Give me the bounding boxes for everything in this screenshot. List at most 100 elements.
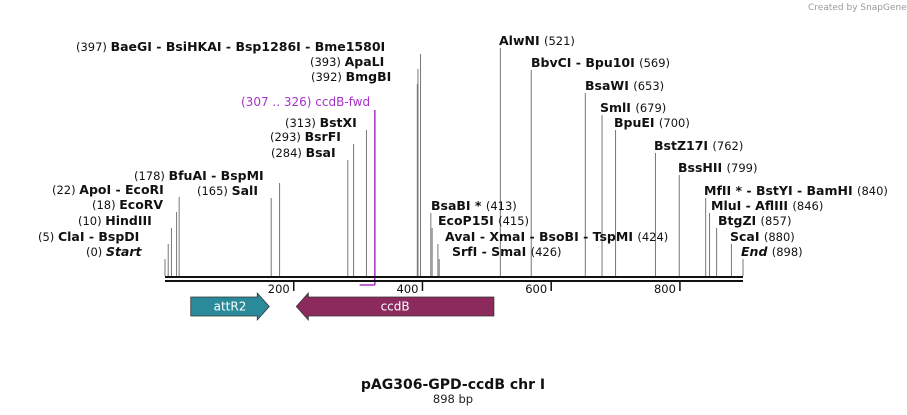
site-enzymes: End (741, 244, 772, 259)
site-enzymes: Start (106, 244, 143, 259)
site-position: (846) (792, 199, 823, 213)
site-label-bpuei: BpuEI (700) (614, 115, 690, 130)
site-label-baegi: (397) BaeGI - BsiHKAI - Bsp1286I - Bme15… (76, 39, 385, 54)
site-label-bmgbi: (392) BmgBI (311, 69, 391, 84)
site-label-avai: AvaI - XmaI - BsoBI - TspMI (424) (445, 229, 668, 244)
site-enzymes: AlwNI (499, 33, 544, 48)
site-label-start: (0) Start (86, 244, 143, 259)
site-enzymes: ClaI - BspDI (58, 229, 139, 244)
site-label-hindiii: (10) HindIII (78, 213, 152, 228)
ruler-label-200: 200 (268, 282, 290, 296)
site-label-bsabi: BsaBI * (413) (431, 198, 517, 213)
site-enzymes: BsaBI * (431, 198, 486, 213)
feature-attr2 (190, 291, 270, 322)
site-position: (840) (857, 184, 888, 198)
site-label-mfii: MfII * - BstYI - BamHI (840) (704, 183, 888, 198)
site-enzymes: ScaI (730, 229, 764, 244)
site-position: (700) (659, 116, 690, 130)
site-label-bstxi: (313) BstXI (285, 115, 357, 130)
site-enzymes: MluI - AflIII (711, 198, 792, 213)
map-length: 898 bp (433, 392, 473, 406)
site-position: (392) (311, 70, 346, 84)
site-label-apoi: (22) ApoI - EcoRI (52, 182, 164, 197)
site-enzymes: BaeGI - BsiHKAI - Bsp1286I - Bme1580I (111, 39, 386, 54)
site-position: (679) (635, 101, 666, 115)
site-label-btgzi: BtgZI (857) (718, 213, 791, 228)
site-enzymes: BpuEI (614, 115, 659, 130)
site-label-srfi: SrfI - SmaI (426) (452, 244, 562, 259)
site-position: (165) (197, 184, 232, 198)
site-enzymes: BmgBI (346, 69, 392, 84)
site-enzymes: BstZ17I (654, 138, 712, 153)
site-label-sali: (165) SalI (197, 183, 258, 198)
site-enzymes: EcoRV (119, 197, 163, 212)
site-enzymes: SmlI (600, 100, 635, 115)
site-enzymes: SalI (232, 183, 258, 198)
site-position: (799) (727, 161, 758, 175)
site-label-end: End (898) (741, 244, 803, 259)
site-position: (653) (633, 79, 664, 93)
ruler-label-800: 800 (654, 282, 676, 296)
features: attR2 ccdB (190, 291, 495, 322)
site-enzymes: BssHII (678, 160, 727, 175)
site-label-mlui: MluI - AflIII (846) (711, 198, 823, 213)
site-enzymes: EcoP15I (438, 213, 498, 228)
site-enzymes: SrfI - SmaI (452, 244, 531, 259)
map-title: pAG306-GPD-ccdB chr I (361, 377, 545, 393)
site-position: (0) (86, 245, 106, 259)
site-position: (413) (486, 199, 517, 213)
feature-ccdb (295, 291, 495, 322)
site-position: (857) (761, 214, 792, 228)
feature-label-ccdb: ccdB (381, 300, 410, 314)
primer-label: (307 .. 326) ccdB-fwd (241, 95, 370, 109)
site-position: (426) (531, 245, 562, 259)
site-label-ecop15i: EcoP15I (415) (438, 213, 529, 228)
site-position: (569) (639, 56, 670, 70)
site-position: (22) (52, 183, 79, 197)
site-label-scai: ScaI (880) (730, 229, 795, 244)
site-label-smli: SmlI (679) (600, 100, 666, 115)
ruler-label-600: 600 (525, 282, 547, 296)
site-enzymes: BsaI (306, 145, 336, 160)
site-lines (164, 48, 744, 276)
feature-label-attr2: attR2 (214, 300, 247, 314)
site-label-bsshii: BssHII (799) (678, 160, 757, 175)
site-label-bstz17i: BstZ17I (762) (654, 138, 743, 153)
site-enzymes: BstXI (320, 115, 357, 130)
site-label-bbvci: BbvCI - Bpu10I (569) (531, 55, 670, 70)
site-label-alwni: AlwNI (521) (499, 33, 575, 48)
site-position: (424) (637, 230, 668, 244)
primer: (307 .. 326) ccdB-fwd (241, 95, 376, 286)
site-label-apali: (393) ApaLI (310, 54, 384, 69)
primer-range: (307 .. 326) (241, 95, 315, 109)
site-label-bfuai: (178) BfuAI - BspMI (134, 168, 264, 183)
snapgene-credit: Created by SnapGene (808, 3, 907, 13)
site-position: (880) (764, 230, 795, 244)
site-position: (18) (92, 198, 119, 212)
site-label-bsai: (284) BsaI (271, 145, 336, 160)
primer-name: ccdB-fwd (315, 95, 370, 109)
ruler-label-400: 400 (397, 282, 419, 296)
site-enzymes: BtgZI (718, 213, 761, 228)
site-position: (5) (38, 230, 58, 244)
site-label-bsawi: BsaWI (653) (585, 78, 664, 93)
site-enzymes: BsrFI (305, 129, 341, 144)
site-enzymes: MfII * - BstYI - BamHI (704, 183, 857, 198)
site-position: (313) (285, 116, 320, 130)
site-enzymes: HindIII (105, 213, 152, 228)
site-label-ecorv: (18) EcoRV (92, 197, 163, 212)
site-labels: (0) Start(5) ClaI - BspDI(10) HindIII(18… (38, 33, 888, 259)
site-position: (415) (498, 214, 529, 228)
site-enzymes: BbvCI - Bpu10I (531, 55, 639, 70)
site-enzymes: ApaLI (345, 54, 385, 69)
ruler: 200 400 600 800 (268, 282, 681, 296)
site-position: (397) (76, 40, 111, 54)
site-enzymes: BfuAI - BspMI (169, 168, 264, 183)
site-label-bsrfi: (293) BsrFI (270, 129, 341, 144)
site-enzymes: ApoI - EcoRI (79, 182, 164, 197)
site-position: (762) (712, 139, 743, 153)
site-label-clai: (5) ClaI - BspDI (38, 229, 139, 244)
sequence-backbone (165, 276, 743, 282)
site-position: (10) (78, 214, 105, 228)
